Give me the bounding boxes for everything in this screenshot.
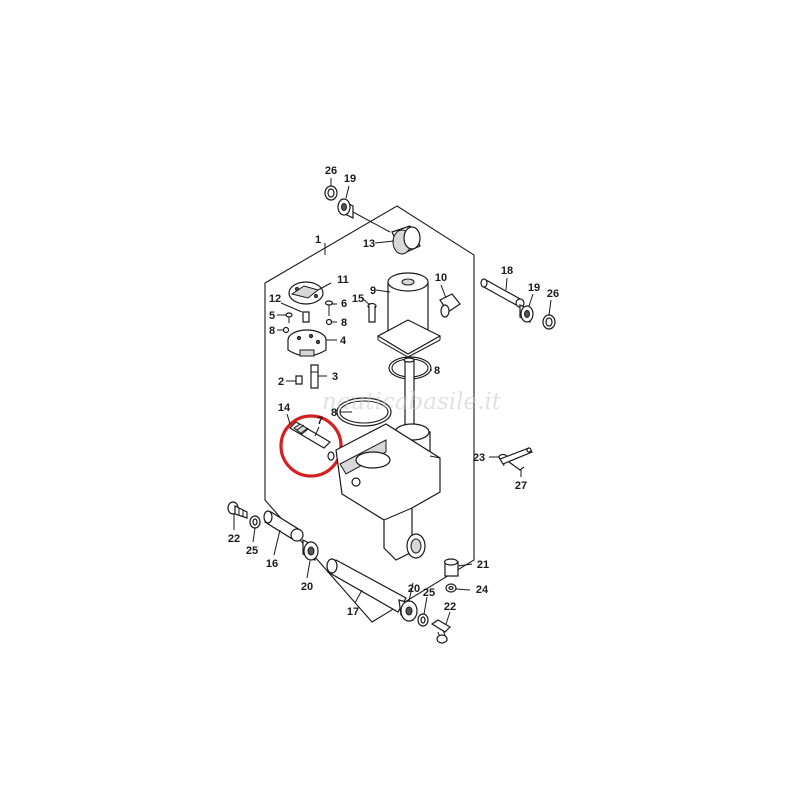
label-19-top: 19 — [344, 173, 356, 185]
label-21: 21 — [477, 559, 489, 571]
leader-20-left — [306, 560, 311, 579]
leader-7 — [314, 426, 320, 437]
label-6: 6 — [341, 298, 347, 310]
leader-11 — [317, 282, 332, 291]
label-27: 27 — [515, 480, 527, 492]
leader-16 — [273, 529, 281, 556]
leader-19-top — [345, 185, 350, 199]
label-5: 5 — [269, 310, 275, 322]
leader-9 — [375, 289, 391, 293]
leader-10 — [440, 284, 447, 299]
label-8-c: 8 — [434, 365, 440, 377]
leader-22-right — [445, 611, 451, 625]
label-26-top: 26 — [325, 165, 337, 177]
label-25-left: 25 — [246, 545, 258, 557]
part-12-pin — [302, 311, 310, 323]
part-1-cylinder-body — [335, 357, 441, 561]
leader-19-right — [528, 293, 534, 307]
label-13: 13 — [363, 238, 375, 250]
part-8-small-oring-right — [325, 318, 333, 326]
label-19-right: 19 — [528, 282, 540, 294]
highlight-circle — [279, 414, 343, 478]
label-20-right: 20 — [408, 583, 420, 595]
leader-25-left — [252, 527, 256, 543]
label-4: 4 — [340, 335, 347, 347]
label-2: 2 — [278, 376, 284, 388]
leader-26-right — [548, 299, 552, 316]
label-8-b: 8 — [341, 317, 347, 329]
part-26-washer-top — [324, 185, 338, 201]
label-11: 11 — [337, 274, 349, 286]
part-3-valve — [310, 364, 319, 389]
label-8-d: 8 — [331, 407, 337, 419]
part-10-bracket — [439, 293, 461, 318]
leader-25-right — [423, 596, 428, 615]
part-5-screw — [285, 312, 293, 323]
part-9-motor — [376, 272, 442, 358]
assembly-frame — [264, 205, 475, 623]
label-26-right: 26 — [547, 288, 559, 300]
leader-18 — [505, 277, 508, 291]
leader-14 — [286, 413, 291, 425]
part-26-washer-right — [542, 314, 556, 330]
part-21-nut — [443, 558, 459, 577]
part-11-pump-cover — [288, 281, 324, 305]
part-7-valve-assembly — [289, 421, 335, 461]
label-7: 7 — [317, 415, 323, 427]
leader-15 — [361, 297, 371, 306]
part-15-screw — [367, 302, 377, 323]
part-13-block — [391, 225, 421, 255]
part-8-small-oring-left — [282, 326, 290, 334]
part-27-lever — [499, 447, 533, 471]
part-2-plug — [295, 375, 303, 385]
label-10: 10 — [435, 272, 447, 284]
label-20-left: 20 — [301, 581, 313, 593]
part-20-bushing-left — [302, 539, 319, 561]
part-18-pin — [480, 278, 525, 308]
part-6-screw — [324, 300, 334, 316]
part-19-bushing-right — [519, 304, 534, 323]
part-25-washer-left — [249, 515, 261, 529]
watermark-text: nauticabasile.it — [322, 389, 502, 415]
label-14: 14 — [278, 402, 291, 414]
part-4-pump-body — [287, 329, 327, 357]
label-25-right: 25 — [423, 587, 435, 599]
label-17: 17 — [347, 606, 359, 618]
label-15: 15 — [352, 293, 364, 305]
part-24-washer — [445, 583, 457, 593]
leader-21 — [457, 563, 473, 567]
leader-17 — [354, 589, 363, 604]
part-25-washer-right — [417, 613, 429, 627]
label-22-right: 22 — [444, 601, 456, 613]
label-24: 24 — [476, 584, 489, 596]
label-23: 23 — [473, 452, 485, 464]
label-8-a: 8 — [269, 325, 275, 337]
label-18: 18 — [501, 265, 513, 277]
part-20-bushing-right — [398, 599, 418, 622]
part-8-oring-lower — [336, 397, 392, 427]
leader-24 — [455, 588, 471, 591]
label-16: 16 — [266, 558, 278, 570]
label-12: 12 — [269, 293, 281, 305]
label-3: 3 — [332, 371, 338, 383]
part-22-bolt-left — [227, 501, 248, 519]
leader-13 — [374, 240, 395, 244]
part-22-bolt-right — [430, 619, 451, 644]
label-22-left: 22 — [228, 533, 240, 545]
label-9: 9 — [370, 285, 376, 297]
label-1: 1 — [315, 234, 321, 246]
leader-20-right — [408, 582, 414, 602]
part-19-bushing-top — [337, 198, 354, 219]
leader-12 — [280, 302, 303, 313]
part-17-tube — [326, 558, 407, 613]
part-16-tube — [263, 510, 304, 542]
leader-19-13 — [352, 211, 391, 233]
